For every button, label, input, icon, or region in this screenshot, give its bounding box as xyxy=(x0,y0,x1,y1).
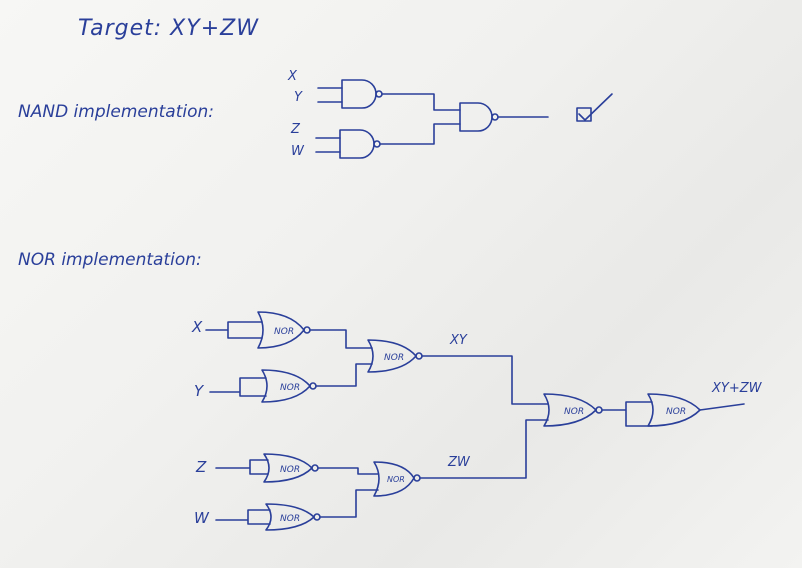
nor-output-label: XY+ZW xyxy=(711,381,763,396)
nor-gate-y-bubble xyxy=(309,382,317,390)
nand-gate-3-bubble xyxy=(491,113,499,121)
nor-gate-g xyxy=(543,393,597,427)
xy-label: XY xyxy=(449,333,468,348)
nand-input-w: W xyxy=(291,144,305,159)
nor-input-x: X xyxy=(191,318,203,336)
nand-wire-xy-in xyxy=(317,87,343,103)
nor-input-z: Z xyxy=(195,458,207,476)
nor-wire-z-in xyxy=(215,459,269,475)
nor-gate-w xyxy=(265,503,315,531)
nand-circuit: X Y Z W xyxy=(287,69,613,159)
nor-wire-xy xyxy=(421,355,549,405)
nand-gate-2-bubble xyxy=(373,140,381,148)
nand-wire-1 xyxy=(381,93,461,111)
nor-gate-final-label: NOR xyxy=(666,407,686,417)
nor-gate-z xyxy=(263,453,313,483)
nor-circuit: X Y Z W NOR NOR NOR NOR NOR xyxy=(191,311,763,531)
nand-gate-1-bubble xyxy=(375,90,383,98)
nor-wire-g-h xyxy=(601,401,653,427)
nor-gate-x xyxy=(257,311,305,349)
nor-wire-zw xyxy=(419,419,549,479)
check-mark-icon xyxy=(578,93,613,121)
nand-gate-2 xyxy=(339,129,375,159)
nand-wire-2 xyxy=(379,123,461,145)
nor-gate-xy-label: NOR xyxy=(384,353,404,363)
nand-gate-3 xyxy=(459,102,493,132)
nor-gate-y-label: NOR xyxy=(280,383,300,393)
nor-section-label: NOR implementation: xyxy=(18,250,202,270)
nor-gate-zw-bubble xyxy=(413,474,421,482)
nand-input-y: Y xyxy=(294,90,303,105)
nor-output-wire xyxy=(699,403,745,411)
nor-gate-y xyxy=(261,369,311,403)
nor-gate-g-label: NOR xyxy=(564,407,584,417)
nor-gate-xy xyxy=(367,339,417,373)
target-title: Target: XY+ZW xyxy=(78,16,259,41)
nor-wire-a xyxy=(309,329,373,349)
nor-gate-z-bubble xyxy=(311,464,319,472)
nor-wire-x-in xyxy=(205,321,263,339)
nand-gate-1 xyxy=(341,79,377,109)
nor-gate-zw xyxy=(373,461,415,497)
nor-gate-x-label: NOR xyxy=(274,327,294,337)
nor-wire-w-in xyxy=(215,509,271,525)
nor-gate-x-bubble xyxy=(303,326,311,334)
nand-input-x: X xyxy=(287,69,298,84)
nor-input-w: W xyxy=(194,509,210,527)
nor-gate-xy-bubble xyxy=(415,352,423,360)
nand-section-label: NAND implementation: xyxy=(18,102,214,122)
zw-label: ZW xyxy=(447,455,471,470)
nor-wire-c xyxy=(317,467,379,475)
nor-wire-y-in xyxy=(209,377,267,397)
nor-wire-d xyxy=(319,489,379,518)
nor-gate-z-label: NOR xyxy=(280,465,300,475)
nor-wire-b xyxy=(315,363,373,387)
nor-gate-g-bubble xyxy=(595,406,603,414)
nor-gate-zw-label: NOR xyxy=(387,475,405,484)
nand-wire-zw-in xyxy=(315,137,341,153)
nor-input-y: Y xyxy=(194,382,205,400)
nand-input-z: Z xyxy=(290,122,301,137)
nor-gate-w-label: NOR xyxy=(280,514,300,524)
nor-gate-final xyxy=(647,393,701,427)
nor-gate-w-bubble xyxy=(313,513,321,521)
